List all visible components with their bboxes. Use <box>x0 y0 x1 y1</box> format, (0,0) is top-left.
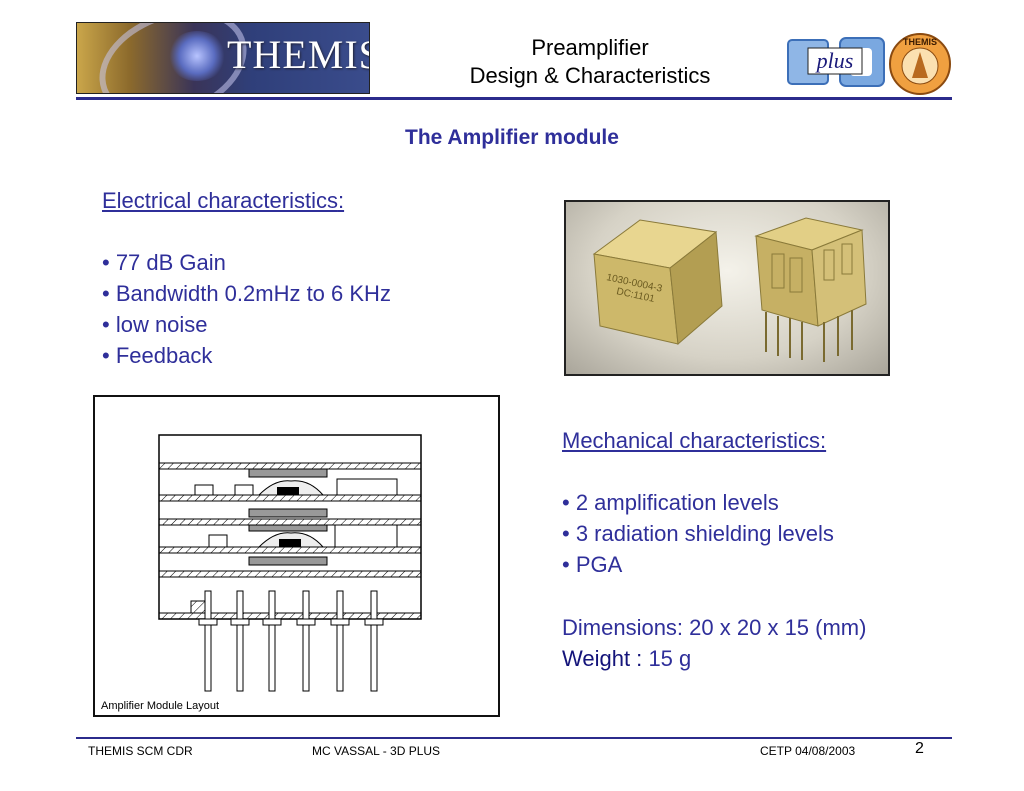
list-item: • PGA <box>562 552 623 577</box>
section-heading: The Amplifier module <box>405 126 619 149</box>
slide-title-line1: Preamplifier <box>531 35 649 60</box>
slide-title-line2: Design & Characteristics <box>469 63 711 88</box>
page-number: 2 <box>915 740 924 757</box>
3dplus-logo: plus <box>787 37 885 87</box>
cetp-themis-seal: THEMIS <box>889 33 951 95</box>
weight-value: 15 g <box>648 646 692 671</box>
list-item: • 77 dB Gain <box>102 250 226 275</box>
figure-caption: Amplifier Module Layout <box>101 700 220 712</box>
cetp-seal-text: THEMIS <box>903 37 937 47</box>
footer-left: THEMIS SCM CDR <box>88 744 193 758</box>
weight-line: Weight : 15 g <box>562 643 866 674</box>
electrical-title-text: Electrical characteristics <box>102 188 338 213</box>
slide-title: Preamplifier Design & Characteristics <box>420 34 760 90</box>
mechanical-title-text: Mechanical characteristics <box>562 428 820 453</box>
module-photo: 1030-0004-3 DC:1101 <box>564 200 890 376</box>
amplifier-layout-figure: Amplifier Module Layout <box>93 395 500 717</box>
electrical-title: Electrical characteristics: <box>102 188 344 214</box>
list-item: • low noise <box>102 312 208 337</box>
electrical-list: • 77 dB Gain • Bandwidth 0.2mHz to 6 KHz… <box>102 247 391 371</box>
dimensions-value: 20 x 20 x 15 (mm) <box>689 615 867 640</box>
list-item: • 2 amplification levels <box>562 490 779 515</box>
weight-label: Weight : <box>562 646 643 671</box>
amplifier-layout-drawing <box>158 434 422 692</box>
footer-rule <box>76 737 952 739</box>
themis-logo-text: THEMIS <box>227 32 370 77</box>
list-item: • Feedback <box>102 343 213 368</box>
header-rule <box>76 97 952 100</box>
logo-earth-glow <box>167 31 227 81</box>
list-item: • 3 radiation shielding levels <box>562 521 834 546</box>
mechanical-title: Mechanical characteristics: <box>562 428 826 454</box>
footer-right: CETP 04/08/2003 <box>760 744 856 758</box>
themis-logo: THEMIS <box>76 22 370 94</box>
dimensions-label: Dimensions: <box>562 615 684 640</box>
mechanical-title-colon: : <box>819 428 827 453</box>
3dplus-logo-text: plus <box>815 48 854 73</box>
mechanical-specs: Dimensions: 20 x 20 x 15 (mm) Weight : 1… <box>562 612 866 674</box>
module-photo-drawing: 1030-0004-3 DC:1101 <box>592 217 867 362</box>
footer-center: MC VASSAL - 3D PLUS <box>312 744 441 758</box>
mechanical-list: • 2 amplification levels • 3 radiation s… <box>562 487 834 580</box>
dimensions-line: Dimensions: 20 x 20 x 15 (mm) <box>562 612 866 643</box>
electrical-title-colon: : <box>337 188 345 213</box>
list-item: • Bandwidth 0.2mHz to 6 KHz <box>102 281 391 306</box>
